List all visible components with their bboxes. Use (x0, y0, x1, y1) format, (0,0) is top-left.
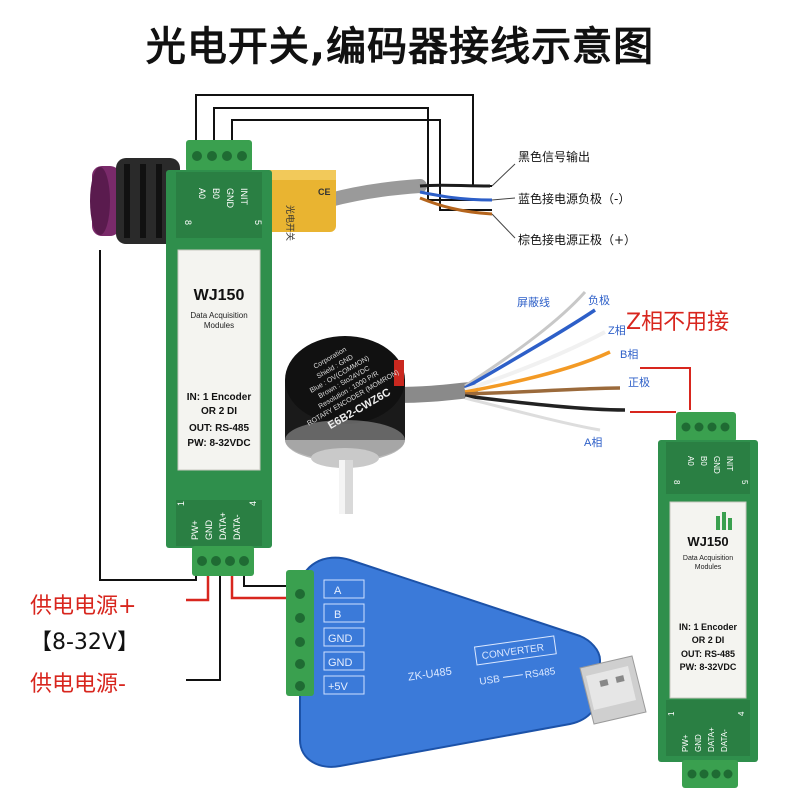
left-top-pin-b0: B0 (211, 188, 221, 199)
encoder-wire-labels: 屏蔽线 负极 Z相 B相 正极 A相 (517, 293, 650, 449)
left-module-subtitle2: Modules (204, 321, 234, 330)
right-module-subtitle1: Data Acquisition (683, 555, 733, 562)
usb-converter: A B GND GND +5V ZK-U485 CONVERTER USB RS… (286, 556, 647, 768)
photo-wire-black-label: 黑色信号输出 (518, 150, 591, 164)
left-top-terminal (186, 140, 252, 172)
right-module-spec4: PW: 8-32VDC (680, 662, 737, 672)
wire-label-z: Z相 (608, 324, 626, 337)
shield-wire (464, 291, 587, 388)
left-module-spec4: PW: 8-32VDC (187, 438, 250, 449)
left-top-num-8: 8 (183, 220, 193, 225)
b-wire (464, 350, 611, 394)
converter-rs485-label: RS485 (524, 666, 556, 681)
left-bottom-num-1: 1 (176, 501, 186, 506)
left-bottom-num-4: 4 (248, 501, 258, 506)
right-bottom-terminal (682, 760, 738, 788)
right-top-pin-b0: B0 (699, 456, 708, 466)
wire-label-positive: 正极 (628, 375, 650, 389)
left-top-num-5: 5 (253, 220, 263, 225)
power-minus-label: 供电电源- (30, 672, 126, 697)
left-module-name: WJ150 (194, 287, 245, 304)
converter-terminal (286, 570, 314, 696)
wire-label-a: A相 (584, 436, 602, 449)
right-top-num-8: 8 (672, 480, 681, 485)
right-module-labels: WJ150 Data Acquisition Modules IN: 1 Enc… (667, 456, 749, 752)
wire-label-negative: 负极 (588, 293, 610, 307)
black-wire (464, 394, 626, 412)
z-phase-note: Z相不用接 (626, 310, 730, 335)
photo-switch: 光电开关 CE (90, 158, 336, 244)
wire-label-shield: 屏蔽线 (517, 295, 550, 309)
right-top-pin-init: INIT (725, 456, 734, 471)
left-module-spec1: IN: 1 Encoder (187, 392, 252, 403)
blue-wire (464, 308, 596, 390)
converter-pin-gnd2: GND (328, 657, 353, 669)
right-module-subtitle2: Modules (695, 564, 722, 571)
left-module-subtitle1: Data Acquisition (190, 311, 247, 320)
left-bottom-pin-data-plus: DATA+ (218, 512, 228, 540)
converter-pin-b: B (334, 609, 341, 621)
converter-pin-5v: +5V (328, 681, 349, 693)
right-bottom-pin-data-plus: DATA+ (707, 727, 716, 752)
right-module-spec1: IN: 1 Encoder (679, 622, 738, 632)
z-wire (464, 330, 606, 392)
photo-wire-brown-label: 棕色接电源正极（+） (518, 233, 637, 247)
right-module-spec2: OR 2 DI (692, 635, 725, 645)
ce-mark: CE (318, 187, 331, 197)
left-top-pin-init: INIT (239, 188, 249, 206)
page-title: 光电开关,编码器接线示意图 (145, 24, 655, 70)
converter-pin-gnd1: GND (328, 633, 353, 645)
right-bottom-pin-data-minus: DATA- (720, 729, 729, 752)
left-bottom-pin-data-minus: DATA- (232, 514, 242, 540)
right-module-spec3: OUT: RS-485 (681, 649, 735, 659)
right-bottom-pin-gnd: GND (694, 734, 703, 752)
photo-switch-cable (323, 179, 493, 216)
rotary-encoder: Corporation Shield : GND Blue : OV(COMMO… (285, 291, 626, 514)
right-top-terminal (676, 412, 736, 442)
left-bottom-pin-pw: PW+ (190, 520, 200, 540)
right-top-num-5: 5 (740, 480, 749, 485)
left-top-pin-a0: A0 (197, 188, 207, 199)
right-bottom-pin-pw: PW+ (681, 734, 690, 752)
left-top-pin-gnd: GND (225, 188, 235, 209)
right-bottom-num-4: 4 (737, 711, 746, 716)
right-top-pin-gnd: GND (712, 456, 721, 474)
right-top-pin-a0: A0 (686, 456, 695, 466)
left-bottom-terminal (192, 546, 254, 576)
photo-switch-body-text: 光电开关 (285, 205, 296, 241)
converter-usb-label: USB (479, 674, 501, 688)
encoder-to-right-module-wires (630, 367, 691, 413)
power-plus-label: 供电电源+ (30, 594, 137, 619)
left-module-spec3: OUT: RS-485 (189, 423, 249, 434)
wire-label-b: B相 (620, 348, 638, 361)
left-bottom-pin-gnd: GND (204, 520, 214, 541)
module-right (658, 412, 758, 788)
right-module-name: WJ150 (687, 534, 728, 549)
left-module-labels: WJ150 Data Acquisition Modules IN: 1 Enc… (176, 188, 263, 540)
brown-wire (464, 386, 621, 396)
right-bottom-num-1: 1 (667, 711, 676, 716)
photo-wire-blue-label: 蓝色接电源负极（-） (518, 192, 631, 206)
usb-plug (579, 655, 647, 725)
left-module-spec2: OR 2 DI (201, 406, 237, 417)
power-range-label: 【8-32V】 (30, 630, 139, 655)
module-left (166, 140, 272, 576)
converter-pin-a: A (334, 585, 342, 597)
